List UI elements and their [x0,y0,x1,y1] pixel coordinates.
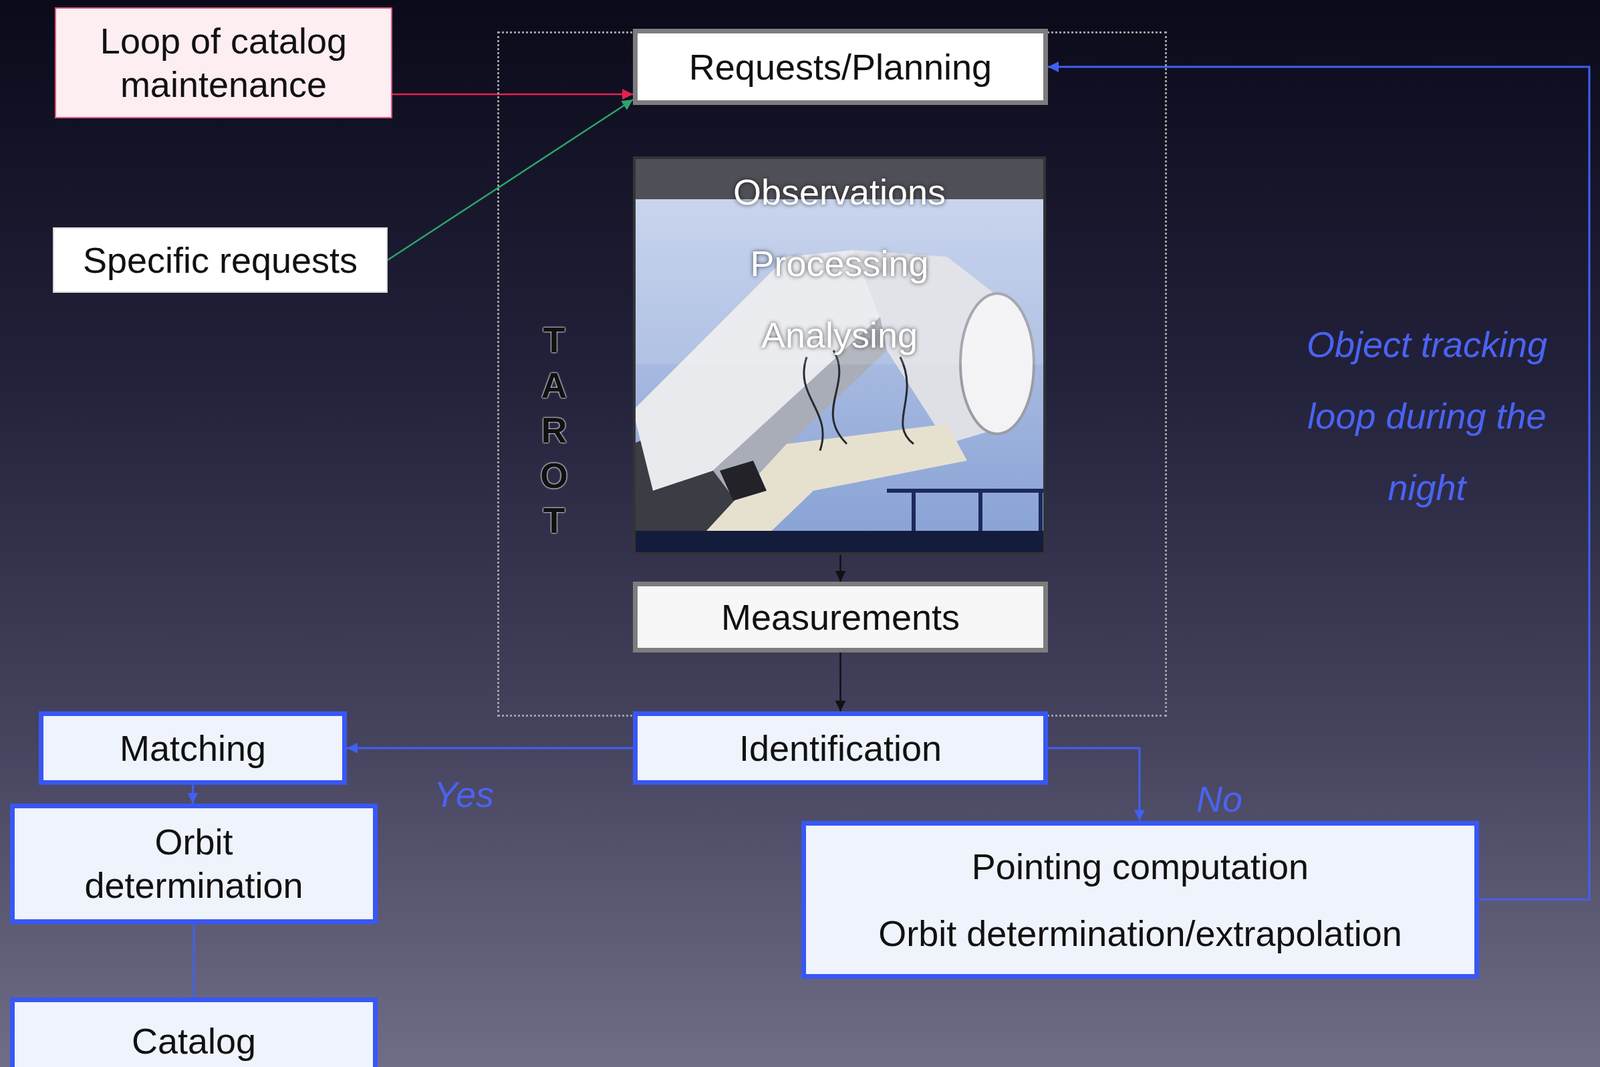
node-label: Matching [119,726,266,770]
photo-panel: ObservationsProcessingAnalysing [632,156,1046,555]
connector [387,99,633,260]
railing [886,490,1046,531]
connector [839,652,842,712]
connector [191,784,194,804]
ground [632,530,1046,555]
node-label: Identification [739,726,942,770]
process-box: Loop of catalog maintenance [54,7,393,119]
process-box: Requests/Planning [632,28,1048,105]
process-box: Identification [632,711,1048,785]
connector [1047,66,1590,900]
node-label: Orbit determination/extrapolation [878,899,1402,967]
node-label: Pointing computation [971,832,1309,900]
arm-band [719,460,767,501]
process-box: Matching [38,711,347,785]
connector [839,554,842,582]
cables [804,350,914,451]
node-label: Loop of catalog maintenance [69,19,378,107]
edge-label: No [1196,777,1243,820]
system-name: TAROT [536,317,573,544]
system-frame: TAROT Requests/PlanningObservationsProces… [497,31,1167,717]
node-label: Specific requests [82,238,358,283]
process-box: Measurements [632,581,1048,653]
connector [392,93,633,96]
node-label: Processing [749,227,929,300]
process-box: Pointing computationOrbit determination/… [801,820,1480,979]
sky [632,156,1046,555]
photo-frame [634,157,1045,554]
connector [193,923,196,998]
node-label: Analysing [761,299,918,371]
telescope-photo [632,156,1046,555]
node-label: Measurements [721,595,960,639]
process-box: Specific requests [52,227,388,293]
node-label: Orbit determination [46,820,341,907]
annotation: Object tracking loop during the night [1269,308,1584,524]
process-box: Catalog [10,997,378,1067]
process-box: Orbit determination [10,803,378,924]
edge-label: Yes [433,773,494,815]
connector [1047,747,1140,821]
node-label: Requests/Planning [689,45,992,89]
connector [346,747,633,750]
node-label: Catalog [131,1019,256,1063]
node-label: Observations [733,156,946,228]
